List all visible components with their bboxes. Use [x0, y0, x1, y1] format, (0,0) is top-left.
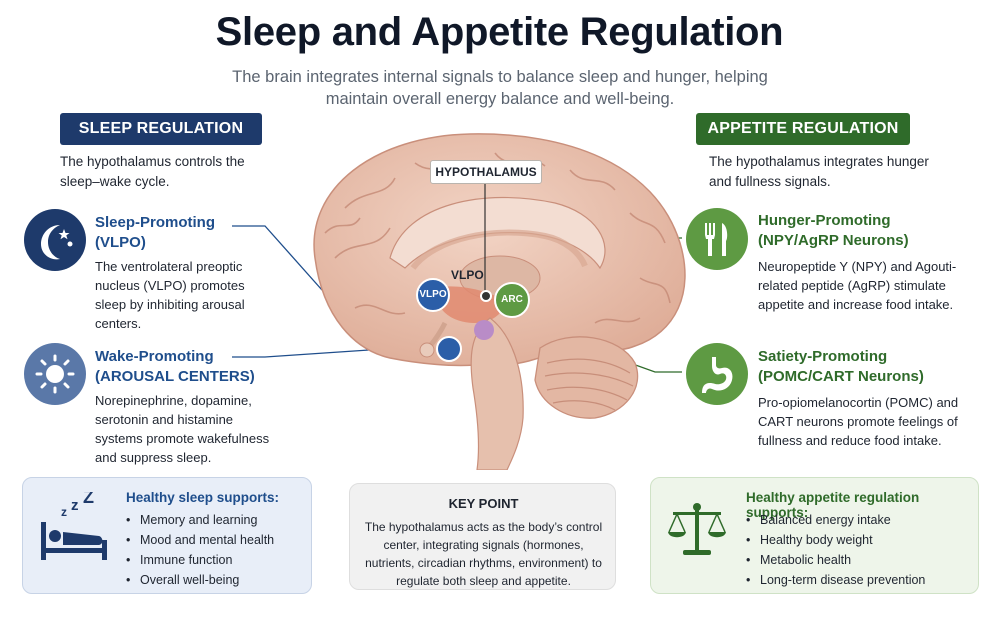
svg-text:Z: Z [83, 492, 94, 507]
key-point-text: The hypothalamus acts as the body’s cont… [364, 520, 603, 588]
arc-node: ARC [494, 282, 530, 318]
sleep-promoting-title: Sleep-Promoting [95, 214, 216, 231]
sleep-regulation-badge: SLEEP REGULATION [60, 113, 262, 145]
fork-knife-icon [686, 208, 748, 270]
satiety-promoting-desc: Pro-opiomelanocortin (POMC) and CART neu… [758, 395, 959, 448]
sleeping-bed-icon: z z Z [39, 487, 111, 571]
wake-promoting-subtitle: (AROUSAL CENTERS) [95, 368, 255, 385]
list-item: Immune function [126, 550, 274, 570]
balance-scale-icon [665, 498, 729, 567]
median-eminence-node [474, 320, 494, 340]
sleep-promoting-subtitle: (VLPO) [95, 234, 146, 251]
list-item: Metabolic health [746, 550, 925, 570]
hypothalamus-label: HYPOTHALAMUS [430, 160, 542, 184]
appetite-intro-text: The hypothalamus integrates hunger and f… [709, 154, 929, 189]
svg-text:z: z [71, 497, 79, 514]
moon-stars-icon [24, 209, 86, 271]
list-item: Healthy body weight [746, 530, 925, 550]
appetite-supports-box: Healthy appetite regulation supports: Ba… [650, 477, 979, 594]
vlpo-region-label: VLPO [451, 268, 484, 282]
sleep-supports-list: Memory and learning Mood and mental heal… [126, 510, 274, 590]
vlpo-node: VLPO [416, 278, 450, 312]
sleep-supports-box: z z Z Healthy sleep supports: Memory and… [22, 477, 312, 594]
hunger-promoting-desc: Neuropeptide Y (NPY) and Agouti-related … [758, 259, 957, 312]
page-subtitle: The brain integrates internal signals to… [232, 68, 768, 108]
hunger-promoting-subtitle: (NPY/AgRP Neurons) [758, 232, 909, 249]
brain-illustration [313, 133, 686, 470]
list-item: Memory and learning [126, 510, 274, 530]
svg-text:z: z [61, 505, 67, 519]
wake-promoting-desc: Norepinephrine, dopamine, serotonin and … [95, 393, 270, 465]
appetite-regulation-badge: APPETITE REGULATION [696, 113, 910, 145]
list-item: Mood and mental health [126, 530, 274, 550]
list-item: Long-term disease prevention [746, 570, 925, 590]
sleep-promoting-desc: The ventrolateral preoptic nucleus (VLPO… [95, 259, 245, 331]
key-point-box: KEY POINT The hypothalamus acts as the b… [349, 483, 616, 590]
stomach-icon [686, 343, 748, 405]
arousal-node [436, 336, 462, 362]
list-item: Balanced energy intake [746, 510, 925, 530]
hunger-promoting-title: Hunger-Promoting [758, 212, 891, 229]
sleep-intro-text: The hypothalamus controls the sleep–wake… [60, 154, 245, 189]
page-title: Sleep and Appetite Regulation [215, 10, 784, 54]
appetite-supports-list: Balanced energy intake Healthy body weig… [746, 510, 925, 590]
satiety-promoting-title: Satiety-Promoting [758, 348, 888, 365]
sleep-supports-title: Healthy sleep supports: [126, 490, 280, 505]
wake-promoting-title: Wake-Promoting [95, 348, 214, 365]
key-point-title: KEY POINT [448, 496, 519, 511]
list-item: Overall well-being [126, 570, 274, 590]
sun-icon [24, 343, 86, 405]
satiety-promoting-subtitle: (POMC/CART Neurons) [758, 368, 924, 385]
hypothalamus-point [480, 290, 492, 302]
